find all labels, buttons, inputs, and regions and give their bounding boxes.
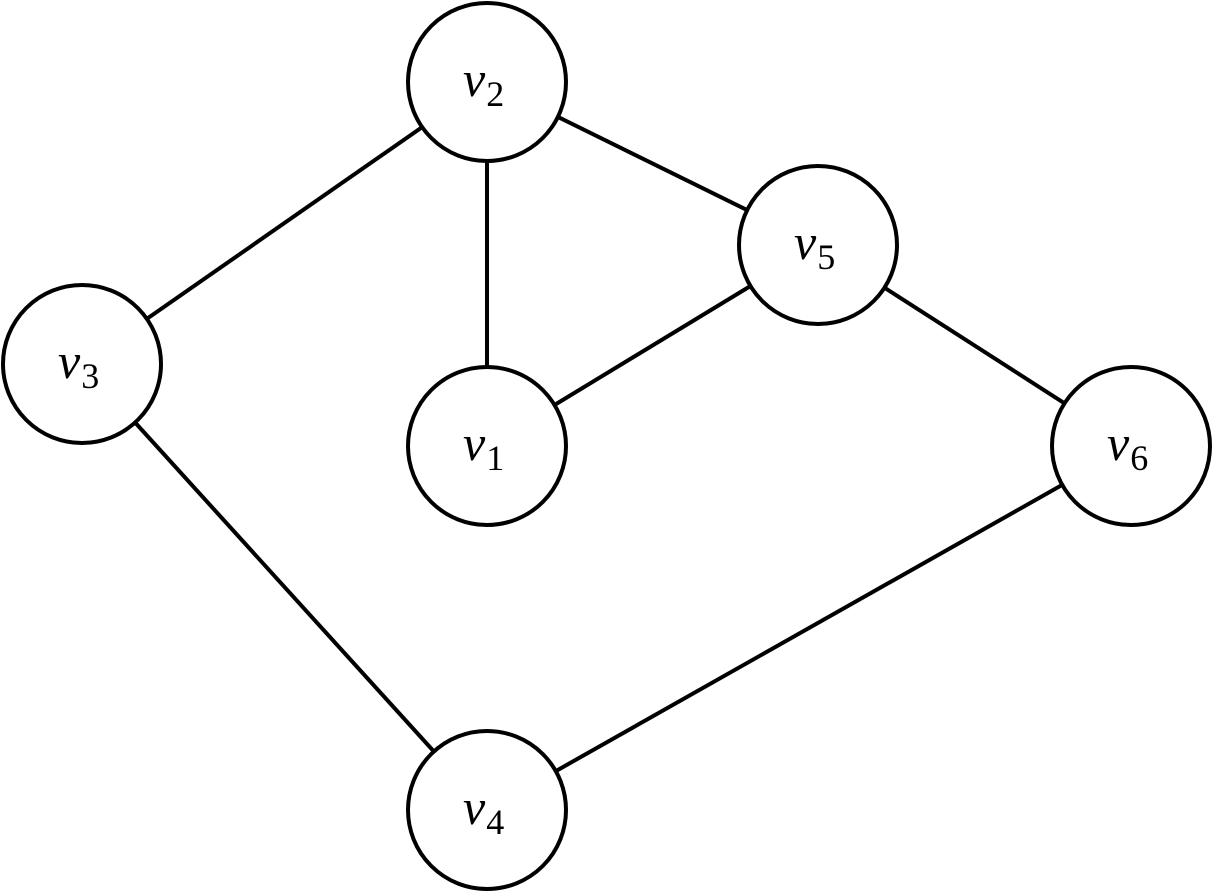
node-label-v2: v2 [463, 51, 504, 114]
node-v5: v5 [737, 164, 899, 326]
node-v2: v2 [406, 1, 568, 163]
node-circle-v3 [1, 283, 163, 445]
node-circle-v4 [406, 729, 568, 891]
node-circle-v5 [737, 164, 899, 326]
node-label-subscript: 5 [817, 237, 835, 277]
node-label-var: v [463, 51, 486, 107]
node-label-var: v [58, 333, 81, 389]
node-label-subscript: 6 [1130, 438, 1148, 478]
node-label-subscript: 3 [81, 356, 99, 396]
node-circle-v6 [1050, 365, 1212, 527]
edges-layer [133, 115, 1066, 773]
edge-v4-v6 [554, 483, 1064, 773]
node-circle-v1 [406, 365, 568, 527]
edge-v3-v4 [133, 421, 436, 753]
node-label-subscript: 4 [486, 802, 504, 842]
node-label-var: v [463, 779, 486, 835]
node-v6: v6 [1050, 365, 1212, 527]
node-label-v6: v6 [1107, 415, 1148, 478]
node-label-subscript: 1 [486, 438, 504, 478]
node-label-v1: v1 [463, 415, 504, 478]
edge-v2-v5 [557, 115, 748, 212]
node-v1: v1 [406, 365, 568, 527]
node-v3: v3 [1, 283, 163, 445]
node-label-v5: v5 [794, 214, 835, 277]
node-label-v3: v3 [58, 333, 99, 396]
node-circle-v2 [406, 1, 568, 163]
edge-v5-v1 [553, 284, 752, 407]
node-label-v4: v4 [463, 779, 504, 842]
node-label-var: v [794, 214, 817, 270]
node-label-var: v [463, 415, 486, 471]
node-label-subscript: 2 [486, 74, 504, 114]
edge-v2-v3 [145, 125, 424, 321]
node-v4: v4 [406, 729, 568, 891]
node-label-var: v [1107, 415, 1130, 471]
edge-v5-v6 [883, 286, 1066, 405]
